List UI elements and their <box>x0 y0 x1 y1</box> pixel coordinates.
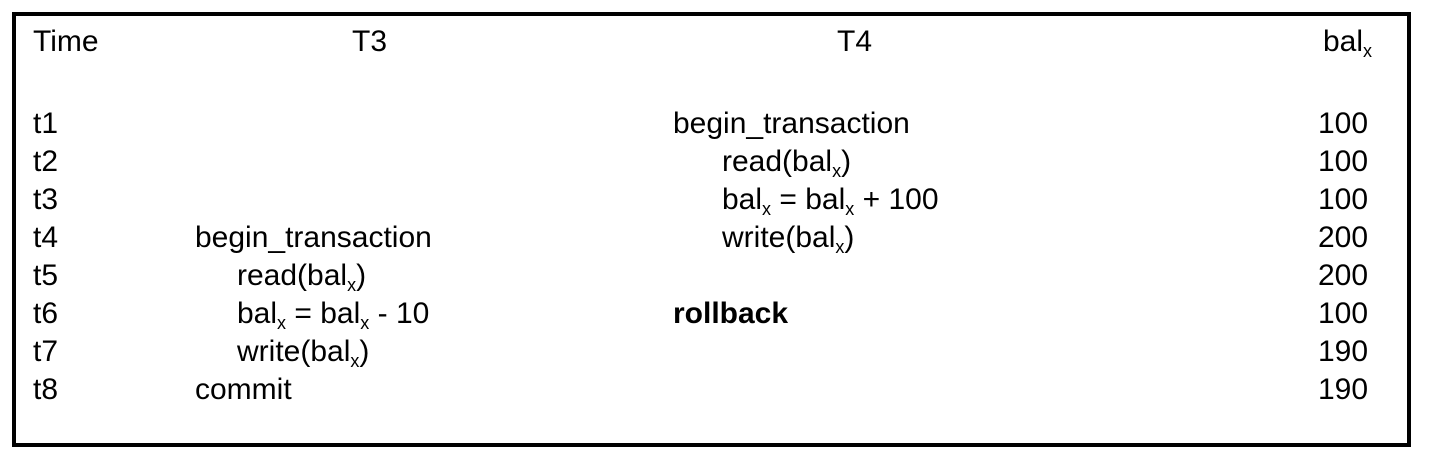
time-label: t5 <box>33 259 59 292</box>
time-label: t7 <box>33 335 59 368</box>
table-row-t3: t3 balx = balx + 100 100 <box>33 181 1390 219</box>
table-row-t4: t4 begin_transaction write(balx) 200 <box>33 219 1390 257</box>
t3-operation: balx = balx - 10 <box>237 297 430 333</box>
balance-value: 100 <box>1318 297 1369 330</box>
balance-value: 100 <box>1318 107 1369 140</box>
table-row-t1: t1 begin_transaction 100 <box>33 105 1390 143</box>
t4-operation: write(balx) <box>722 221 855 257</box>
balance-value: 100 <box>1318 145 1369 178</box>
balance-value: 190 <box>1318 373 1369 406</box>
time-label: t1 <box>33 107 59 140</box>
column-header-balx: balx <box>1323 25 1373 61</box>
t4-operation <box>673 333 1318 371</box>
transaction-schedule-table: Time T3 T4 balx t1 begin_transaction 100… <box>12 12 1411 447</box>
t3-operation: commit <box>195 373 292 406</box>
balance-value: 190 <box>1318 335 1369 368</box>
time-label: t6 <box>33 297 59 330</box>
t4-operation <box>673 371 1318 409</box>
balance-value: 200 <box>1318 221 1369 254</box>
column-header-t3: T3 <box>352 25 388 58</box>
column-header-time: Time <box>33 25 99 58</box>
t3-operation: begin_transaction <box>195 221 432 254</box>
header-row: Time T3 T4 balx <box>33 23 1390 61</box>
balance-value: 200 <box>1318 259 1369 292</box>
t4-operation: balx = balx + 100 <box>722 183 939 219</box>
table-row-t5: t5 read(balx) 200 <box>33 257 1390 295</box>
t3-operation <box>195 143 673 181</box>
table-row-t2: t2 read(balx) 100 <box>33 143 1390 181</box>
time-label: t2 <box>33 145 59 178</box>
t3-operation <box>195 181 673 219</box>
balance-value: 100 <box>1318 183 1369 216</box>
t4-operation: read(balx) <box>722 145 852 181</box>
header-gap <box>33 61 1390 105</box>
t3-operation <box>195 105 673 143</box>
t4-rollback-operation: rollback <box>673 297 789 330</box>
table-row-t6: t6 balx = balx - 10 rollback 100 <box>33 295 1390 333</box>
time-label: t8 <box>33 373 59 406</box>
t4-operation <box>673 257 1318 295</box>
time-label: t4 <box>33 221 59 254</box>
t4-operation: begin_transaction <box>673 107 910 140</box>
t3-operation: read(balx) <box>237 259 367 295</box>
table-row-t7: t7 write(balx) 190 <box>33 333 1390 371</box>
table-row-t8: t8 commit 190 <box>33 371 1390 409</box>
column-header-t4: T4 <box>837 25 873 58</box>
t3-operation: write(balx) <box>237 335 370 371</box>
time-label: t3 <box>33 183 59 216</box>
